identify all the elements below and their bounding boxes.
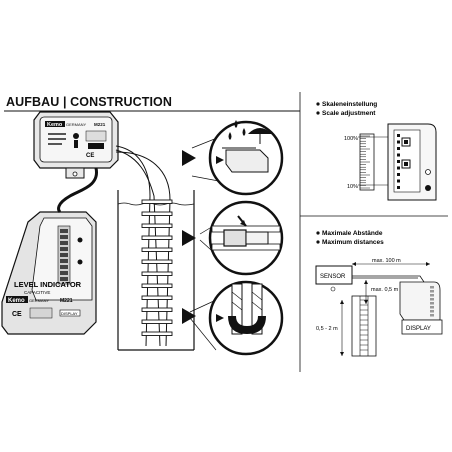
distance-panel: Maximale Abstände Maximum distances SENS… <box>315 230 443 357</box>
indicator-type: CAPACITIVE <box>24 290 50 295</box>
sensor-model: M221 <box>94 122 106 127</box>
indicator-unit: LEVEL INDICATOR CAPACITIVE Kemo GERMANY … <box>1 211 97 335</box>
zoom-sink-weight <box>208 280 284 356</box>
led-bar-graph <box>57 225 71 285</box>
scale-bottom-mark: 10% <box>347 184 358 190</box>
indicator-label: DISPLAY <box>61 311 78 316</box>
cable-tie <box>141 199 173 204</box>
cable-tie <box>141 307 173 312</box>
indicator-model: M221 <box>60 298 73 304</box>
cable-tie <box>141 259 173 264</box>
sensor-label: SENSOR <box>320 274 346 280</box>
warning-label <box>85 130 107 142</box>
cable-ties <box>141 199 173 336</box>
cable-tie <box>141 331 173 336</box>
sensor-brand: Kemo <box>47 122 63 128</box>
display-label: DISPLAY <box>406 326 431 332</box>
max-vertical-label: max. 0,5 m <box>371 287 399 293</box>
zoom-cable-tie <box>208 200 284 276</box>
cable-tie <box>141 319 173 324</box>
umbrella-icon <box>248 128 272 134</box>
water-drop-icon <box>234 120 238 128</box>
ce-mark-icon: CE <box>86 153 94 159</box>
indicator-tagline: GERMANY <box>29 298 50 303</box>
cable-tie <box>141 223 173 228</box>
distance-heading-en: Maximum distances <box>322 239 384 246</box>
page-title: AUFBAU | CONSTRUCTION <box>6 95 173 109</box>
indicator-brand: Kemo <box>8 298 25 304</box>
sensor-tagline: GERMANY <box>66 122 87 127</box>
cable-tie <box>141 283 173 288</box>
indicator-brand-badge <box>6 296 28 303</box>
adjust-knob-icon <box>73 133 79 139</box>
max-horizontal-label: max. 100 m <box>372 258 401 264</box>
ce-mark-icon: CE <box>12 311 22 318</box>
connection-cable <box>57 167 98 214</box>
sensor-unit: Kemo GERMANY M221 CE <box>33 111 119 179</box>
zoom-weatherproof <box>208 120 284 196</box>
cable-tie <box>141 247 173 252</box>
scale-heading-en: Scale adjustment <box>322 110 376 117</box>
cable-tie <box>141 211 173 216</box>
sensor-length-label: 0,5 - 2 m <box>316 326 338 332</box>
indicator-name: LEVEL INDICATOR <box>14 280 82 289</box>
scale-panel: Skaleneinstellung Scale adjustment 100% … <box>316 101 437 201</box>
cable-tie <box>141 271 173 276</box>
sensor-wires <box>115 145 171 347</box>
scale-top-mark: 100% <box>344 136 358 142</box>
sensor-brand-badge <box>45 121 65 127</box>
scale-heading-de: Skaleneinstellung <box>322 101 377 108</box>
cable-tie <box>141 235 173 240</box>
cable-tie <box>141 295 173 300</box>
arrow-icon <box>240 220 246 226</box>
distance-heading-de: Maximale Abstände <box>322 230 383 237</box>
